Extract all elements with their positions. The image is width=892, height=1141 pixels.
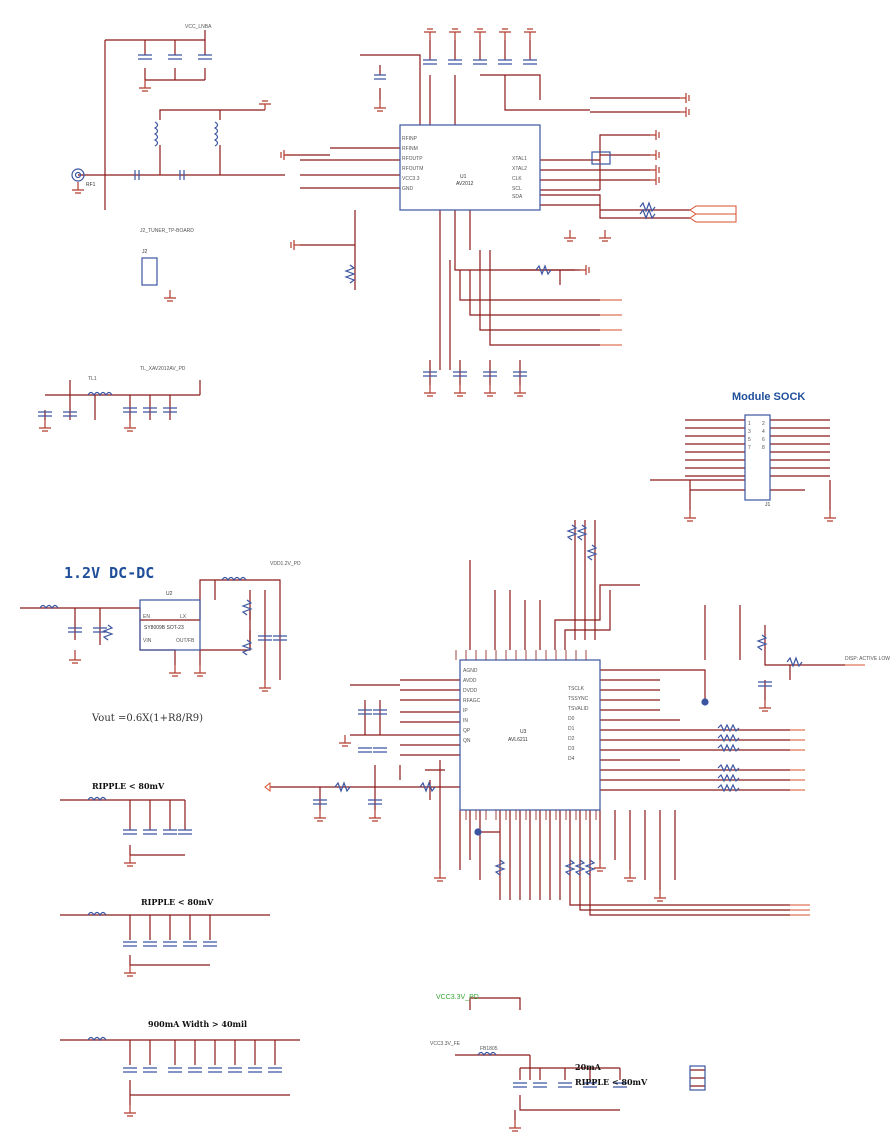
module-sock-title: Module SOCK — [732, 391, 806, 403]
svg-text:IP: IP — [463, 708, 468, 714]
vout-formula: Vout =0.6X(1+R8/R9) — [92, 713, 204, 724]
tuner-connector-body — [141, 257, 158, 286]
dcdc-ic-ref: U2 — [166, 591, 173, 597]
svg-text:7: 7 — [748, 445, 751, 451]
svg-text:QN: QN — [463, 738, 471, 744]
svg-text:SDA: SDA — [512, 194, 523, 200]
svg-text:TL1: TL1 — [88, 376, 97, 382]
svg-text:J2_TUNER_TP-BOARD: J2_TUNER_TP-BOARD — [140, 228, 194, 234]
svg-text:QP: QP — [463, 728, 471, 734]
svg-text:RFINM: RFINM — [402, 146, 418, 152]
svg-text:EN: EN — [143, 614, 150, 620]
demod-ic-body — [459, 659, 601, 811]
svg-text:D3: D3 — [568, 746, 575, 752]
svg-text:AGND: AGND — [463, 668, 478, 674]
current-width-label: 900mA Width > 40mil — [148, 1019, 248, 1029]
ripple-label-2: RIPPLE < 80mV — [141, 897, 214, 907]
socket-ref: J1 — [765, 502, 771, 508]
svg-text:D1: D1 — [568, 726, 575, 732]
svg-text:DVDD: DVDD — [463, 688, 478, 694]
svg-text:TSSYNC: TSSYNC — [568, 696, 589, 702]
svg-text:OUT/FB: OUT/FB — [176, 638, 195, 644]
svg-text:RFINP: RFINP — [402, 136, 418, 142]
svg-text:FB1805: FB1805 — [480, 1046, 498, 1052]
dcdc-title: 1.2V DC-DC — [64, 564, 155, 582]
svg-text:1: 1 — [748, 421, 751, 427]
svg-text:4: 4 — [762, 429, 765, 435]
antenna-ref: RF1 — [86, 182, 96, 188]
ldo-ripple-label: RIPPLE < 80mV — [575, 1077, 648, 1087]
demod-ic-ref: U3 — [520, 729, 527, 735]
svg-text:2: 2 — [762, 421, 765, 427]
svg-text:LX: LX — [180, 614, 187, 620]
dcdc-ic-part: SY8009B SOT-23 — [144, 625, 184, 631]
svg-text:TSCLK: TSCLK — [568, 686, 585, 692]
svg-text:SCL: SCL — [512, 186, 522, 192]
svg-text:D4: D4 — [568, 756, 575, 762]
vcc33-pd-label: VCC3.3V_PD — [436, 994, 479, 1001]
socket-body — [744, 414, 771, 501]
svg-text:CLK: CLK — [512, 176, 522, 182]
svg-text:5: 5 — [748, 437, 751, 443]
svg-text:RFOUTM: RFOUTM — [402, 166, 423, 172]
svg-text:DISP: ACTIVE LOW: DISP: ACTIVE LOW — [845, 656, 890, 662]
ldo-current-label: 20mA — [575, 1062, 601, 1072]
svg-text:TL_XAV2012AV_PD: TL_XAV2012AV_PD — [140, 366, 186, 372]
svg-text:D0: D0 — [568, 716, 575, 722]
svg-text:VIN: VIN — [143, 638, 152, 644]
svg-text:TSVALID: TSVALID — [568, 706, 589, 712]
tuner-ic-part: AV2012 — [456, 181, 474, 187]
svg-text:RFOUTP: RFOUTP — [402, 156, 423, 162]
svg-text:RFAGC: RFAGC — [463, 698, 481, 704]
demod-ic-part: AVL6211 — [508, 737, 528, 743]
tuner-conn-ref: J2 — [142, 249, 148, 255]
svg-text:IN: IN — [463, 718, 468, 724]
tuner-ic-ref: U1 — [460, 174, 467, 180]
svg-text:VCC3.3: VCC3.3 — [402, 176, 420, 182]
svg-text:XTAL1: XTAL1 — [512, 156, 527, 162]
svg-text:8: 8 — [762, 445, 765, 451]
tuner-ic-body — [399, 124, 541, 211]
svg-text:VCC_LNBA: VCC_LNBA — [185, 24, 212, 30]
svg-text:3: 3 — [748, 429, 751, 435]
svg-text:AVDD: AVDD — [463, 678, 477, 684]
svg-text:VDD1.2V_PD: VDD1.2V_PD — [270, 561, 301, 567]
ripple-label-1: RIPPLE < 80mV — [92, 781, 165, 791]
svg-text:VCC3.3V_FE: VCC3.3V_FE — [430, 1041, 461, 1047]
svg-text:XTAL2: XTAL2 — [512, 166, 527, 172]
dcdc-ic-body — [139, 599, 201, 651]
svg-text:6: 6 — [762, 437, 765, 443]
svg-text:GND: GND — [402, 186, 414, 192]
svg-text:D2: D2 — [568, 736, 575, 742]
